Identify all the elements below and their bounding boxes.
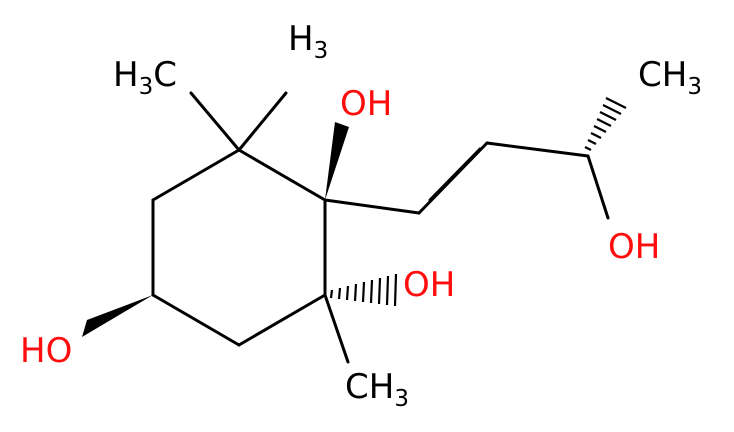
hydroxyl-label-left: HO bbox=[20, 331, 72, 371]
hydroxyl-label-top: OH bbox=[340, 84, 392, 124]
methyl-label-right: H3 bbox=[288, 19, 328, 64]
ring-bond bbox=[151, 293, 241, 347]
double-bond-inner bbox=[428, 147, 482, 202]
hash-bond-methyl bbox=[584, 97, 627, 151]
hydroxyl-label-middle: OH bbox=[403, 265, 455, 305]
ring-bond bbox=[237, 293, 327, 347]
chain-bond bbox=[323, 198, 421, 215]
hydroxyl-label-side: OH bbox=[608, 227, 660, 267]
ring-bond bbox=[151, 148, 241, 202]
chain-bond bbox=[485, 141, 590, 158]
hash-bond-oh-mid bbox=[329, 273, 398, 307]
cyclohexane-ring bbox=[151, 148, 327, 347]
ring-bond bbox=[237, 148, 327, 202]
c-oh-bond bbox=[586, 154, 610, 220]
methyl-bond-left bbox=[189, 91, 241, 152]
methyl-label-bottom: CH3 bbox=[345, 367, 409, 412]
methyl-bond-right bbox=[237, 91, 288, 152]
wedge-bond-oh-top bbox=[325, 122, 349, 200]
methyl-bond-bottom bbox=[323, 293, 350, 364]
wedge-bond-oh-left bbox=[82, 295, 153, 337]
methyl-label-side: CH3 bbox=[638, 55, 702, 100]
methyl-label-left: H3C bbox=[113, 55, 177, 100]
